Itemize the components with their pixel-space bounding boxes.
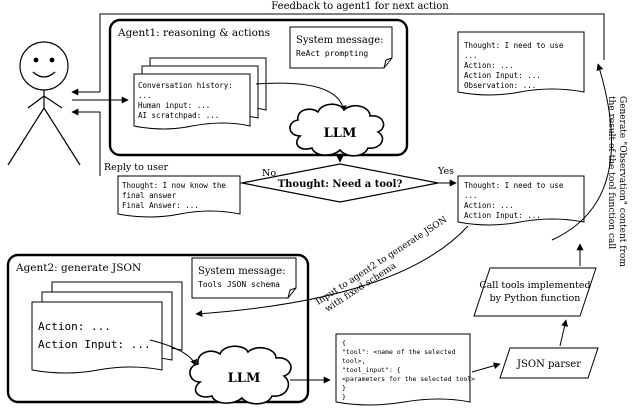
conversation-stack [133,57,267,130]
observation-arrow [551,63,613,241]
user-figure [7,41,81,166]
json-line: "tool_input": { [342,366,401,374]
observation-line: Observation: ... [464,81,536,90]
json-line: <parameters for the selected tool> [342,375,475,383]
json-doc [335,333,471,406]
json-line: tool>, [342,357,365,365]
call-tools-line-1: Call tools implemented [479,280,590,291]
system-message-1 [289,26,393,69]
tool-thought-line: Thought: I need to use [464,181,564,190]
llm-label-1: LLM [324,126,357,141]
final-answer-line: Final Answer: ... [122,201,199,210]
llm-label-2: LLM [228,371,261,386]
json-to-parser-arrow [471,362,501,373]
action-to-llm-arrow [149,339,198,367]
llm-cloud-1 [289,103,385,157]
observation-doc [457,31,585,96]
conversation-to-llm-arrow [255,82,347,113]
tool-thought-line: ... [464,191,478,200]
system-message-2-body: Tools JSON schema [198,280,280,289]
action-line: Action Input: ... [38,338,151,351]
observation-line: Thought: I need to use [464,41,564,50]
system-message-2 [191,257,297,299]
call-tools-box [473,267,597,317]
tool-thought-line: Action Input: ... [464,211,541,220]
agent1-box [108,18,409,157]
json-line: { [342,339,346,347]
no-label: No [262,168,276,179]
action-stack [31,281,183,374]
final-answer-line: final answer [122,191,177,200]
json-line: } [342,384,346,392]
yes-label: Yes [437,166,454,177]
input-to-agent2-caption: Input to agent2 to generate JSON with fi… [314,215,449,315]
observation-caption-line-1: Generate "Observation" content from [617,96,627,267]
json-line: "tool": <name of the selected [342,348,456,356]
action-line: Action: ... [38,320,111,333]
decision-label: Thought: Need a tool? [278,179,403,190]
conversation-line: Human input: ... [138,101,210,110]
observation-line: ... [464,51,478,60]
feedback-loop [71,13,605,104]
agent1-title: Agent1: reasoning & actions [117,27,270,39]
observation-line: Action Input: ... [464,71,541,80]
call-tools-line-2: by Python function [490,293,581,304]
agent2-box [6,253,310,404]
agent2-title: Agent2: generate JSON [15,262,141,274]
feedback-label: Feedback to agent1 for next action [271,1,449,12]
input-to-agent2-line-1: Input to agent2 to generate JSON [314,215,449,308]
llm-cloud-2 [189,345,292,405]
conversation-doc: Conversation history: ... Human input: .… [138,81,233,120]
conversation-line: ... [138,91,152,100]
tool-thought-line: Action: ... [464,201,514,210]
json-parser-box [499,347,599,379]
json-line: } [342,393,346,401]
final-answer-doc [117,175,241,218]
json-parser-label: JSON parser [516,359,581,370]
reply-to-user-label: Reply to user [104,162,168,173]
reply-arrow [71,108,101,176]
input-to-agent2-arrow [195,225,469,318]
observation-line: Action: ... [464,61,514,70]
parser-to-tools-arrow [559,319,568,347]
tool-thought-doc [457,175,585,226]
observation-caption-line-2: the result of the tool function call [606,96,616,249]
system-message-1-title: System message: [296,35,384,46]
conversation-line: Conversation history: [138,81,233,90]
system-message-1-body: ReAct prompting [296,49,368,58]
conversation-line: AI scratchpad: ... [138,111,219,120]
system-message-2-title: System message: [198,266,286,277]
final-answer-line: Thought: I now know the [122,181,226,190]
observation-caption: Generate "Observation" content from the … [606,96,627,267]
